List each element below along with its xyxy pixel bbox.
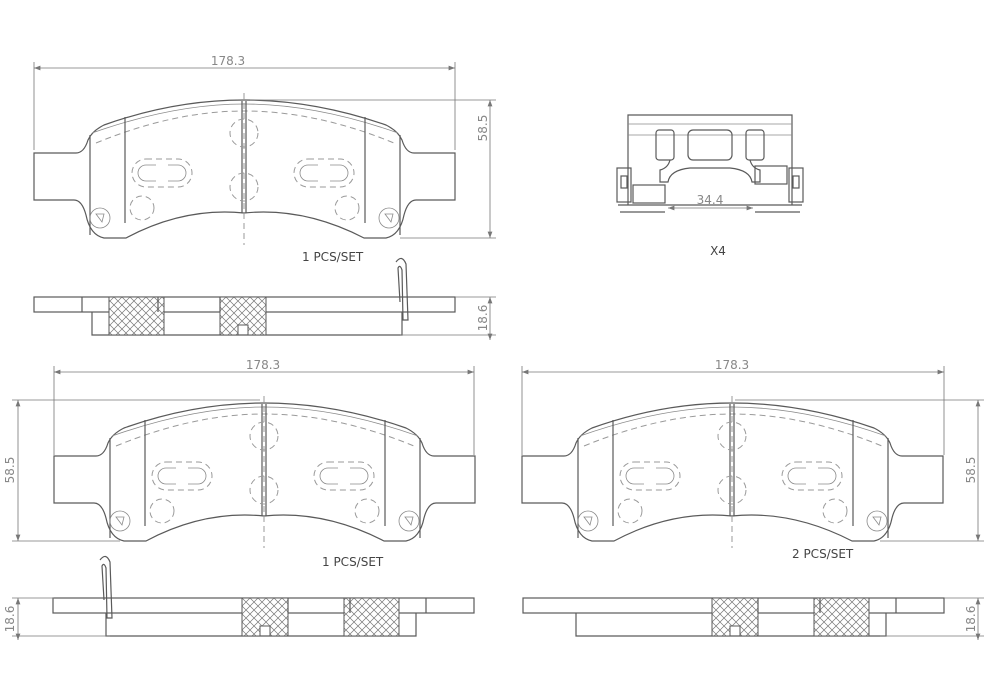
pad-3-width-label: 178.3 xyxy=(715,358,749,372)
pad-1-front-view: 178.3 58.5 1 PCS/SET xyxy=(33,54,496,321)
pad-1-thickness-label: 18.6 xyxy=(476,305,490,332)
pad-2-side-view: 18.6 xyxy=(3,555,475,640)
pad-3-height-label: 58.5 xyxy=(964,457,978,484)
abutment-clip: 34.4 X4 xyxy=(616,114,804,258)
pad-2-quantity-label: 1 PCS/SET xyxy=(322,555,384,569)
pad-1-height-label: 58.5 xyxy=(476,115,490,142)
clip-dimension-label: 34.4 xyxy=(697,193,724,207)
pad-2-thickness-label: 18.6 xyxy=(3,606,17,633)
pad-2-front-view: 178.3 58.5 1 PCS/SET xyxy=(3,358,476,569)
pad-3-thickness-label: 18.6 xyxy=(964,606,978,633)
pad-2-width-label: 178.3 xyxy=(246,358,280,372)
pad-3-front-view: 178.3 58.5 2 PCS/SET xyxy=(521,358,984,561)
pad-1-quantity-label: 1 PCS/SET xyxy=(302,250,364,264)
pad-2-height-label: 58.5 xyxy=(3,457,17,484)
pad-3-quantity-label: 2 PCS/SET xyxy=(792,547,854,561)
pad-3-side-view: 18.6 xyxy=(522,597,984,640)
pad-1-side-view: 18.6 xyxy=(33,296,496,340)
clip-quantity-label: X4 xyxy=(710,244,726,258)
pad-1-width-label: 178.3 xyxy=(211,54,245,68)
